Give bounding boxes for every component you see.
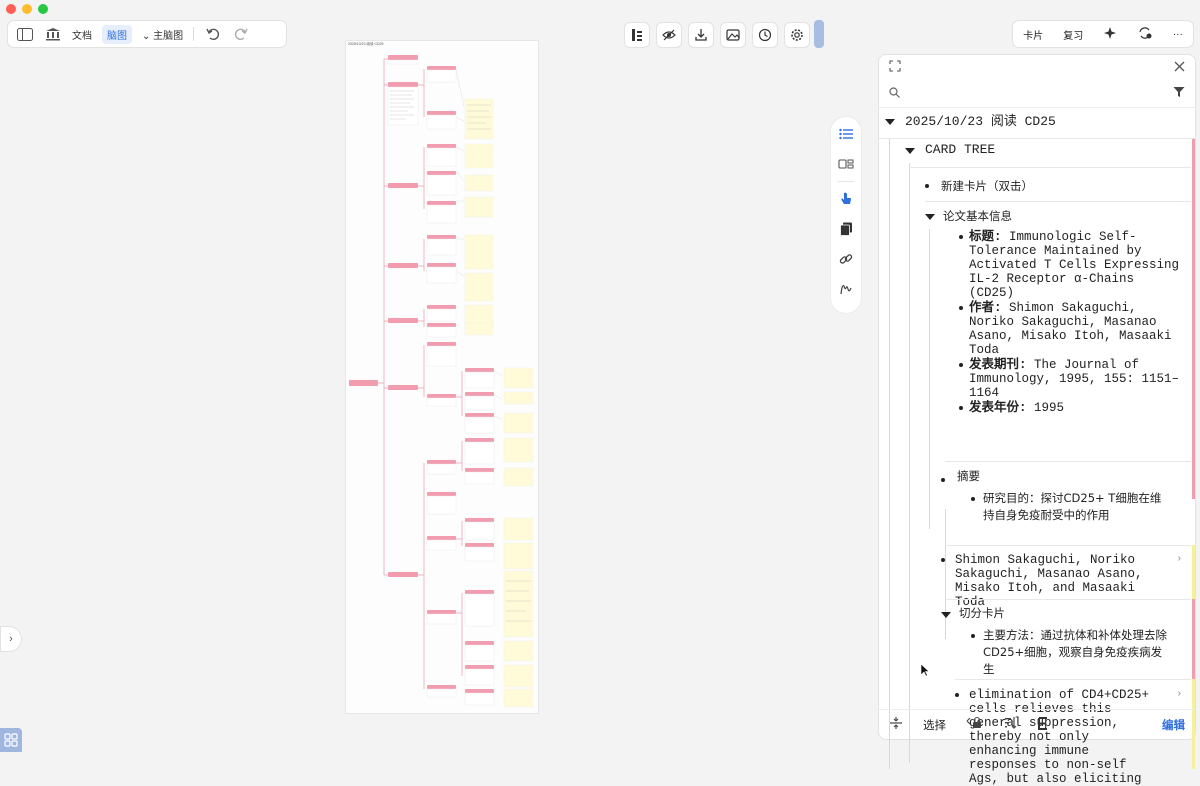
undo-icon[interactable] [204,25,222,43]
edit-button[interactable]: 编辑 [1162,717,1185,732]
pointer-hand-icon[interactable] [837,190,855,208]
card-color-bar [1192,679,1195,769]
mindmap-tab[interactable]: 脑图 [102,24,132,44]
collapse-arrow-icon[interactable] [905,148,915,154]
sync-settings-icon[interactable] [1138,26,1153,43]
info-year: 发表年份: 1995 [959,401,1181,415]
bullet [941,478,945,482]
divider [945,461,1191,462]
link-icon[interactable] [837,250,855,268]
new-card-item[interactable]: 新建卡片（双击） [925,179,1033,193]
main-toolbar: 文档 脑图 ⌄ 主脑图 [7,20,287,48]
doc-tab[interactable]: 文档 [72,30,92,42]
text-format-icon[interactable] [1038,716,1048,733]
authors-card[interactable]: Shimon Sakaguchi, Noriko Sakaguchi, Masa… [941,553,1161,609]
signature-icon[interactable] [837,280,855,298]
history-icon[interactable] [752,22,778,48]
divider [945,545,1191,546]
apps-grid-button[interactable] [0,728,22,752]
hide-icon[interactable] [656,22,682,48]
abstract-text: 研究目的：探讨CD25+ T细胞在维持自身免疫耐受中的作用 [971,490,1171,524]
split-icon[interactable] [889,716,903,733]
select-button[interactable]: 选择 [923,717,946,732]
mindmap-diagram [349,55,534,708]
redo-icon[interactable] [232,25,250,43]
divider [955,679,1191,680]
right-toolbar: 卡片 复习 ··· [1012,20,1194,48]
mindmap-toolbar [624,22,810,48]
filter-icon[interactable] [1173,85,1185,103]
cards-tab[interactable]: 卡片 [1023,30,1044,42]
panel-search-bar[interactable] [879,80,1195,108]
collapse-arrow-icon[interactable] [941,612,951,618]
card-panel: 2025/10/23 阅读 CD25 CARD TREE 新建卡片（双击） 论文… [878,54,1196,786]
copy-icon[interactable] [837,220,855,238]
side-toolbar-divider [838,181,854,182]
tree-guide [929,229,930,529]
card-layout-icon[interactable] [837,155,855,173]
divider [925,201,1191,202]
paper-info-item[interactable]: 论文基本信息 [925,209,1012,223]
lock-icon[interactable] [966,716,984,732]
fullscreen-icon[interactable] [889,59,901,77]
mindmap-title: 2025/10/23 阅读 CD25 [348,42,384,46]
download-icon[interactable] [688,22,714,48]
card-color-bar [1192,599,1195,679]
tree-guide [909,163,910,763]
card-color-bar [1192,545,1195,599]
chevron-right-icon: › [9,633,13,645]
panel-drag-handle[interactable] [814,20,824,48]
image-icon[interactable] [720,22,746,48]
settings-icon[interactable] [784,22,810,48]
expand-left-panel-button[interactable]: › [0,626,22,652]
split-card-item[interactable]: 切分卡片 [941,606,1005,620]
collapse-arrow-icon[interactable] [925,214,935,220]
zoom-window-button[interactable] [38,4,48,14]
collapse-arrow-icon[interactable] [885,119,895,125]
divider [879,138,1195,139]
split-card-text: 主要方法：通过抗体和补体处理去除CD25+细胞，观察自身免疫疾病发生 [971,627,1171,678]
info-title: 标题: Immunologic Self-Tolerance Maintaine… [959,230,1181,300]
main-map-dropdown[interactable]: ⌄ 主脑图 [142,30,184,42]
sort-icon[interactable] [1004,716,1018,733]
mindmap-canvas[interactable]: 2025/10/23 阅读 CD25 [345,40,539,714]
tree-root-item[interactable]: 2025/10/23 阅读 CD25 [885,115,1056,129]
more-menu-button[interactable]: ··· [1172,28,1183,40]
card-side-toolbar [830,116,862,314]
info-journal: 发表期刊: The Journal of Immunology, 1995, 1… [959,358,1181,400]
tree-guide [945,509,946,639]
layout-icon[interactable] [624,22,650,48]
grid-icon [4,733,18,747]
divider [945,599,1191,600]
library-icon[interactable] [44,25,62,43]
panel-header [879,55,1195,80]
ai-sparkle-icon[interactable] [1103,26,1117,43]
chevron-right-icon[interactable]: › [1177,688,1181,699]
paper-info-list: 标题: Immunologic Self-Tolerance Maintaine… [959,230,1181,416]
chevron-right-icon[interactable]: › [1177,553,1181,564]
divider [909,167,1191,168]
sidebar-toggle-icon[interactable] [16,25,34,43]
info-authors: 作者: Shimon Sakaguchi, Noriko Sakaguchi, … [959,301,1181,357]
mouse-cursor-icon [920,663,930,677]
toolbar-divider [193,27,195,41]
search-icon[interactable] [889,85,900,103]
list-icon[interactable] [837,125,855,143]
panel-footer: 选择 编辑 [879,709,1195,739]
review-tab[interactable]: 复习 [1063,30,1084,42]
minimize-window-button[interactable] [22,4,32,14]
window-controls [6,4,48,14]
chevron-down-icon: ⌄ [142,30,151,42]
bullet [925,184,929,188]
close-window-button[interactable] [6,4,16,14]
tree-guide [889,139,890,769]
card-color-bar [1192,139,1195,499]
mm-root-node [349,380,378,386]
abstract-item[interactable]: 摘要 [941,469,980,483]
card-tree-item[interactable]: CARD TREE [905,143,995,157]
close-icon[interactable] [1174,59,1185,77]
card-tree: 2025/10/23 阅读 CD25 CARD TREE 新建卡片（双击） 论文… [879,109,1195,786]
